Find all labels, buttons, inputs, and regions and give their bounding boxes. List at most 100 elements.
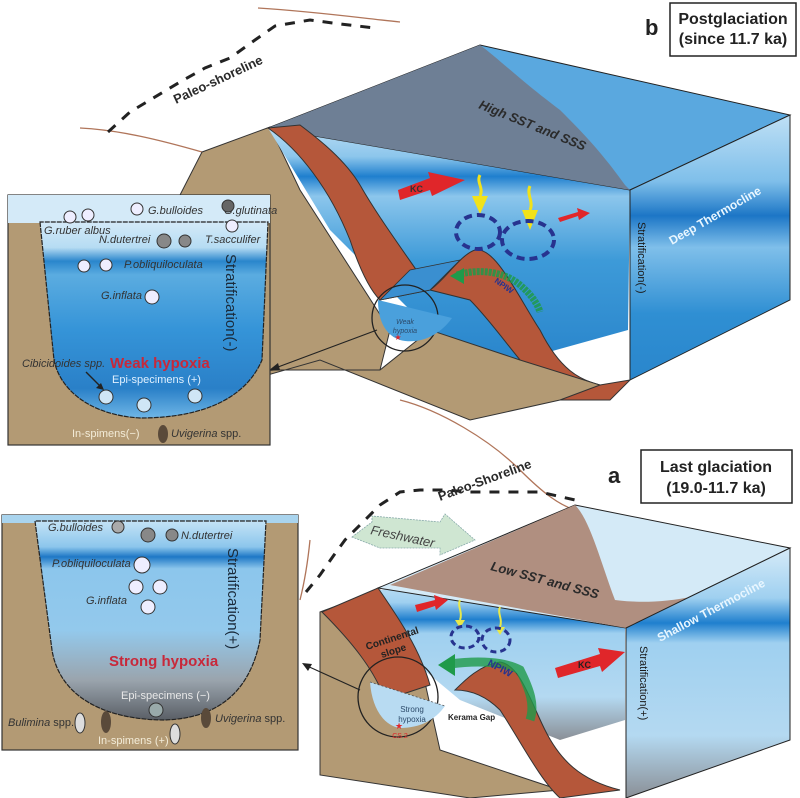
inset-a-bulimina: Bulimina spp.: [8, 717, 74, 729]
foram-icon: [178, 234, 192, 248]
core-site-water: [370, 682, 445, 728]
foram-icon: [221, 199, 235, 213]
species-label: N.dutertrei: [181, 530, 233, 542]
foram-icon: [144, 289, 160, 305]
core-site-circle: [357, 656, 439, 738]
npiw-arrow: [455, 268, 544, 314]
bulimina-icon: [74, 712, 86, 734]
core-site-water: [378, 300, 452, 342]
inset-b-stratification: Stratification(-): [222, 254, 239, 352]
uvigerina-icon: [101, 711, 111, 733]
leader-line: [304, 664, 361, 691]
inset-b: G.bulloides G.glutinata G.ruber albus N.…: [7, 194, 277, 446]
inset-b-uvigerina: Uvigerina spp.: [171, 428, 241, 440]
species-label: G.inflata: [101, 290, 142, 302]
kc-arrow-small: [558, 208, 590, 222]
heat-arrow-icon: [472, 196, 488, 214]
uvigerina-icon: [158, 425, 168, 443]
inset-a-hypoxia: Strong hypoxia: [109, 653, 219, 670]
species-label: G.ruber albus: [44, 225, 111, 237]
species-label: G.bulloides: [48, 522, 104, 534]
foram-icon: [130, 202, 144, 216]
coastline: [299, 539, 311, 601]
inset-a: G.bulloides N.dutertrei P.obliquiloculat…: [1, 514, 299, 751]
panel-b-letter: b: [645, 15, 658, 40]
npiw-arrow: [449, 657, 537, 722]
heat-arrow-shaft: [498, 606, 502, 628]
foram-icon: [140, 527, 156, 543]
inset-b-basin: [39, 221, 269, 419]
panel-a-letter: a: [608, 463, 621, 488]
leader-line: [269, 329, 378, 371]
stratification-label: Stratification(-): [635, 222, 647, 294]
bulimina-icon: [169, 723, 181, 745]
heat-arrow-shaft: [458, 599, 462, 621]
panel-a-title-line1: Last glaciation: [660, 459, 772, 476]
heat-arrow-icon: [455, 620, 465, 628]
species-label: T.sacculifer: [205, 234, 262, 246]
foram-icon: [133, 556, 151, 574]
eddy-icon: [449, 624, 481, 650]
panel-a-block: Paleo-Shoreline Freshwater Low SST and S…: [299, 399, 792, 798]
foram-icon: [99, 258, 113, 272]
panel-a-title-box: [640, 449, 793, 504]
foram-icon: [152, 579, 168, 595]
paleo-shoreline-dashed-line: [106, 18, 376, 134]
core-star-icon: ★: [395, 721, 403, 731]
foram-icon: [148, 702, 164, 718]
small-hypoxia-line2: hypoxia: [398, 715, 426, 724]
inset-a-uvigerina: Uvigerina spp.: [215, 713, 285, 725]
front-water-face: [625, 547, 791, 798]
foram-icon: [156, 233, 172, 249]
small-hypoxia-line2: hypoxia: [393, 328, 417, 335]
leader-arrowhead-icon: [302, 663, 312, 671]
heat-arrow-shaft: [477, 174, 483, 197]
small-hypoxia-line1: Weak: [396, 319, 414, 326]
npiw-arrowhead-icon: [438, 654, 455, 676]
species-label: G.bulloides: [148, 205, 204, 217]
species-label: P.obliquiloculata: [52, 558, 131, 570]
cold-surface-zone: [390, 505, 695, 628]
core-label: CS 2: [392, 733, 408, 740]
heat-arrow-shaft: [527, 185, 533, 211]
foram-icon: [98, 389, 114, 405]
foram-icon: [81, 208, 95, 222]
inset-b-epi: Epi-specimens (+): [112, 374, 201, 386]
panel-b-title-line1: Postglaciation: [678, 11, 787, 28]
core-site-dash-line: [369, 681, 446, 707]
uvigerina-icon: [201, 708, 211, 728]
npiw-arrowhead-icon: [450, 268, 464, 284]
coastline: [399, 399, 576, 511]
species-label: N.dutertrei: [99, 234, 151, 246]
paleo-shoreline-label: Paleo-Shoreline: [436, 456, 533, 504]
foraminifera-icons: [111, 520, 179, 718]
species-label: G.glutinata: [224, 205, 277, 217]
species-label: G.inflata: [86, 595, 127, 607]
foram-icon: [136, 397, 152, 413]
warm-surface-zone: [268, 45, 630, 190]
leader-arrowhead-icon: [268, 363, 280, 371]
eddy-icon: [500, 219, 556, 261]
freshwater-arrow: [351, 513, 476, 556]
eddy-icon: [480, 626, 512, 654]
foram-icon: [165, 528, 179, 542]
core-star-icon: ★: [394, 333, 401, 342]
kc-label: KC: [578, 660, 591, 670]
gap-channel: [378, 259, 462, 301]
foram-icon: [187, 388, 203, 404]
inset-a-in: In-spimens (+): [98, 735, 169, 747]
small-hypoxia-line1: Strong: [400, 705, 424, 714]
stratification-label: Stratification(+): [637, 646, 649, 720]
inset-a-stratification: Stratification(+): [224, 548, 241, 649]
panel-b-title-box: [669, 2, 797, 57]
panel-a-title-line2: (19.0-11.7 ka): [666, 480, 766, 497]
foram-icon: [225, 219, 239, 233]
kc-arrow-small: [415, 595, 448, 612]
foram-icon: [111, 520, 125, 534]
foram-icon: [77, 259, 91, 273]
foram-icon: [128, 579, 144, 595]
pointer-arrowhead-icon: [96, 383, 104, 390]
paleo-shoreline-dashed-line: [304, 488, 576, 593]
inset-a-top-water: [2, 515, 298, 523]
